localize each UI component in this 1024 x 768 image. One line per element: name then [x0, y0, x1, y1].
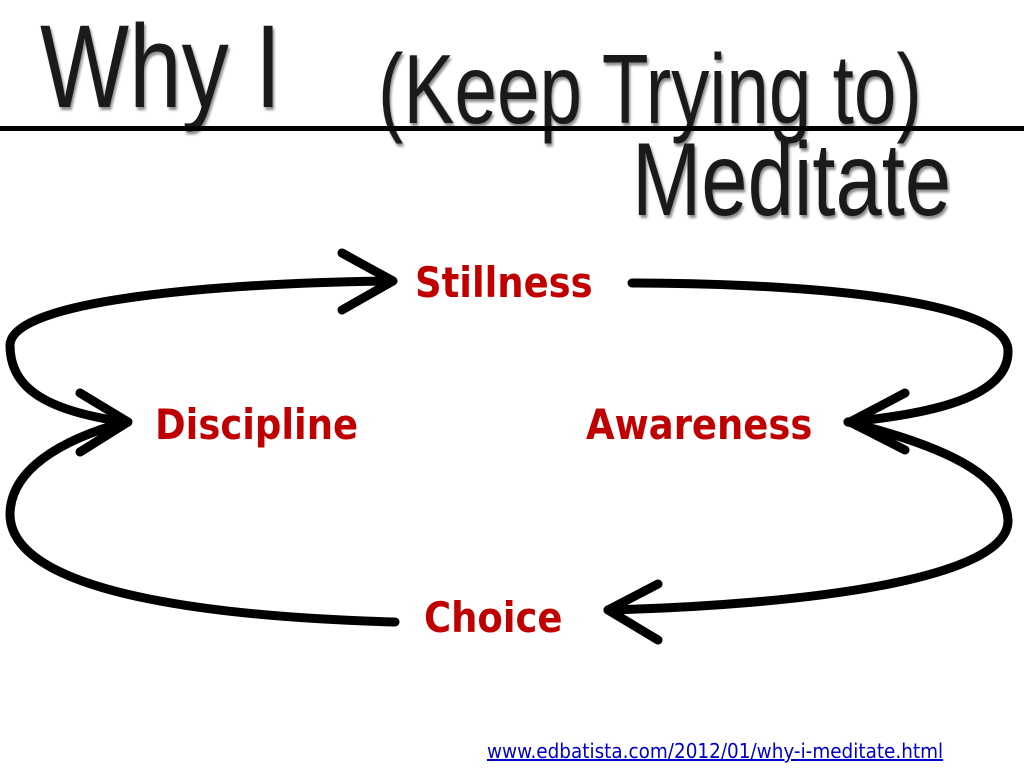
title-sub: Meditate	[632, 122, 952, 238]
node-discipline: Discipline	[155, 400, 359, 449]
title-parenthetical: (Keep Trying to)	[378, 34, 922, 144]
arrowhead-stillness	[337, 248, 398, 315]
node-awareness: Awareness	[586, 400, 813, 449]
cycle-arrow-discipline-to-stillness	[5, 276, 397, 427]
source-link[interactable]: www.edbatista.com/2012/01/why-i-meditate…	[487, 739, 944, 763]
node-stillness: Stillness	[415, 258, 593, 307]
title-underline	[0, 126, 1024, 131]
node-choice: Choice	[424, 593, 563, 642]
title-main: Why I	[40, 1, 282, 133]
cycle-arrow-awareness-to-choice	[603, 417, 1013, 615]
arrowhead-choice	[603, 579, 663, 645]
cycle-arrow-choice-to-discipline	[5, 417, 400, 627]
cycle-arrow-stillness-to-awareness	[627, 278, 1013, 427]
